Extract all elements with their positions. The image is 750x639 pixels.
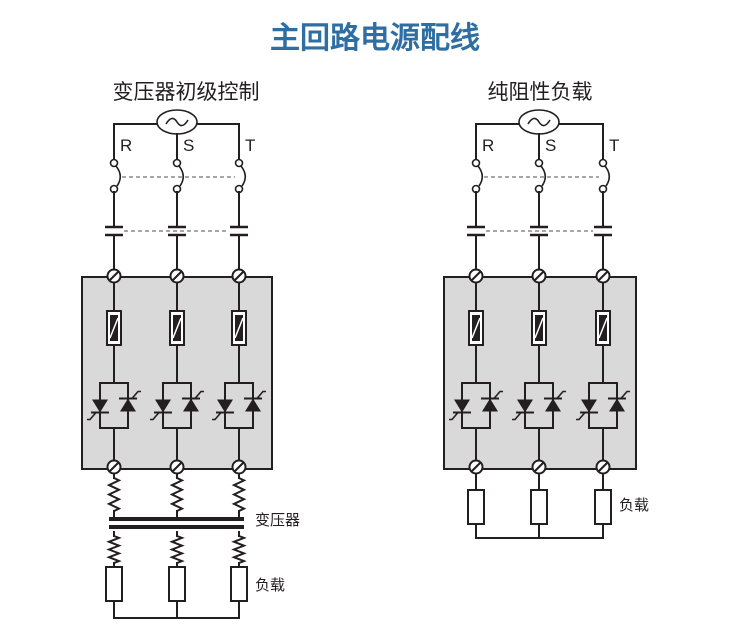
transformer-icon	[109, 517, 244, 529]
contactor-icon	[594, 225, 612, 237]
contactor-icon	[105, 225, 123, 237]
fuse-icon	[169, 310, 185, 346]
fuse-icon	[468, 310, 484, 346]
terminal-icon	[106, 459, 122, 475]
transformer-winding-icon	[231, 477, 247, 512]
phase-label-S: S	[545, 136, 556, 155]
ac-source-icon	[156, 109, 198, 135]
terminal-icon	[595, 268, 611, 284]
fuse-icon	[595, 310, 611, 346]
phase-label-R: R	[120, 136, 132, 155]
resistor-icon	[530, 489, 548, 525]
load-label: 负载	[619, 497, 649, 514]
terminal-icon	[468, 268, 484, 284]
right-circuit-resistive-load: R S T 负载	[443, 109, 649, 539]
resistor-icon	[467, 489, 485, 525]
terminal-icon	[169, 459, 185, 475]
transformer-winding-icon	[106, 477, 122, 512]
resistor-icon	[105, 566, 123, 602]
resistor-icon	[230, 566, 248, 602]
transformer-winding-icon	[231, 535, 247, 564]
resistor-icon	[168, 566, 186, 602]
terminal-icon	[231, 459, 247, 475]
page-title: 主回路电源配线	[270, 21, 480, 56]
breaker-switch-icon	[234, 158, 247, 194]
ac-source-icon	[518, 109, 560, 135]
phase-label-R: R	[482, 136, 494, 155]
fuse-icon	[531, 310, 547, 346]
breaker-switch-icon	[109, 158, 122, 194]
contactor-icon	[230, 225, 248, 237]
breaker-switch-icon	[534, 158, 547, 194]
right-subtitle: 纯阻性负载	[488, 80, 593, 104]
terminal-icon	[106, 268, 122, 284]
thyristor-icon	[449, 382, 503, 429]
thyristor-icon	[212, 382, 266, 429]
terminal-icon	[595, 459, 611, 475]
phase-label-S: S	[183, 136, 194, 155]
fuse-icon	[231, 310, 247, 346]
fuse-icon	[106, 310, 122, 346]
phase-label-T: T	[609, 136, 619, 155]
transformer-label: 变压器	[255, 512, 300, 529]
breaker-switch-icon	[598, 158, 611, 194]
contactor-icon	[467, 225, 485, 237]
load-label: 负载	[255, 577, 285, 594]
transformer-winding-icon	[169, 477, 185, 512]
terminal-icon	[468, 459, 484, 475]
breaker-switch-icon	[172, 158, 185, 194]
terminal-icon	[169, 268, 185, 284]
resistor-icon	[594, 489, 612, 525]
thyristor-icon	[512, 382, 566, 429]
transformer-winding-icon	[169, 535, 185, 564]
transformer-winding-icon	[106, 535, 122, 564]
terminal-icon	[531, 268, 547, 284]
breaker-switch-icon	[471, 158, 484, 194]
left-subtitle: 变压器初级控制	[113, 80, 260, 104]
terminal-icon	[231, 268, 247, 284]
thyristor-icon	[150, 382, 204, 429]
terminal-icon	[531, 459, 547, 475]
phase-label-T: T	[245, 136, 255, 155]
